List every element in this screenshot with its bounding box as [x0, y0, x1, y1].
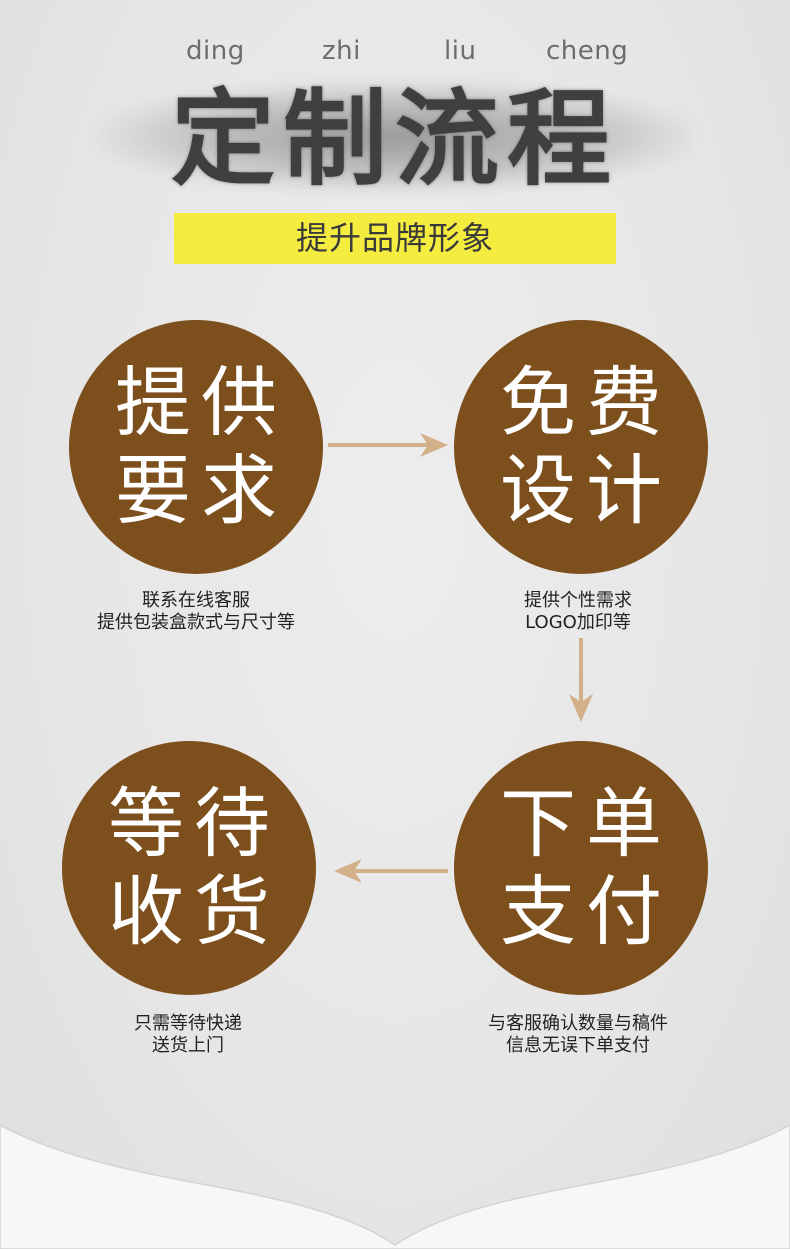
step-title-line: 免费 [500, 358, 672, 447]
subtitle-highlight [174, 213, 616, 264]
step-desc-line: 信息无误下单支付 [506, 1035, 650, 1056]
step-title-line: 设计 [500, 446, 672, 535]
step-title-line: 收货 [108, 867, 280, 956]
step-await-delivery-circle: 等待 收货 [62, 741, 316, 995]
step-order-payment-circle: 下单 支付 [454, 741, 708, 995]
arrow-left-icon [334, 859, 448, 883]
step-desc-line: LOGO加印等 [525, 612, 631, 633]
arrow-down-icon [569, 638, 593, 722]
step-desc-line: 提供包装盒款式与尺寸等 [97, 612, 295, 633]
step-await-delivery-description: 只需等待快递 送货上门 [28, 1013, 348, 1057]
step-title-line: 等待 [108, 779, 280, 868]
step-provide-requirements-circle: 提供 要求 [69, 320, 323, 574]
step-desc-line: 联系在线客服 [142, 590, 250, 611]
step-desc-line: 只需等待快递 [134, 1013, 242, 1034]
step-title-line: 支付 [500, 867, 672, 956]
pinyin-liu: liu [444, 36, 477, 66]
page-subtitle: 提升品牌形象 [295, 219, 494, 257]
step-desc-line: 提供个性需求 [524, 590, 632, 611]
step-title-line: 提供 [115, 358, 287, 447]
step-desc-line: 送货上门 [152, 1035, 224, 1056]
step-order-payment-description: 与客服确认数量与稿件 信息无误下单支付 [418, 1013, 738, 1057]
pinyin-cheng: cheng [546, 36, 629, 66]
step-free-design-description: 提供个性需求 LOGO加印等 [418, 590, 738, 634]
step-title-line: 下单 [500, 779, 672, 868]
pinyin-ding: ding [186, 36, 245, 66]
page-title: 定制流程 [170, 78, 619, 200]
step-provide-requirements-description: 联系在线客服 提供包装盒款式与尺寸等 [36, 590, 356, 634]
pinyin-zhi: zhi [322, 36, 361, 66]
arrow-right-icon [328, 433, 448, 457]
bottom-wave-decoration [0, 1124, 790, 1249]
step-title-line: 要求 [115, 446, 287, 535]
step-free-design-circle: 免费 设计 [454, 320, 708, 574]
title-brush-smudge [100, 82, 690, 192]
step-desc-line: 与客服确认数量与稿件 [488, 1013, 668, 1034]
